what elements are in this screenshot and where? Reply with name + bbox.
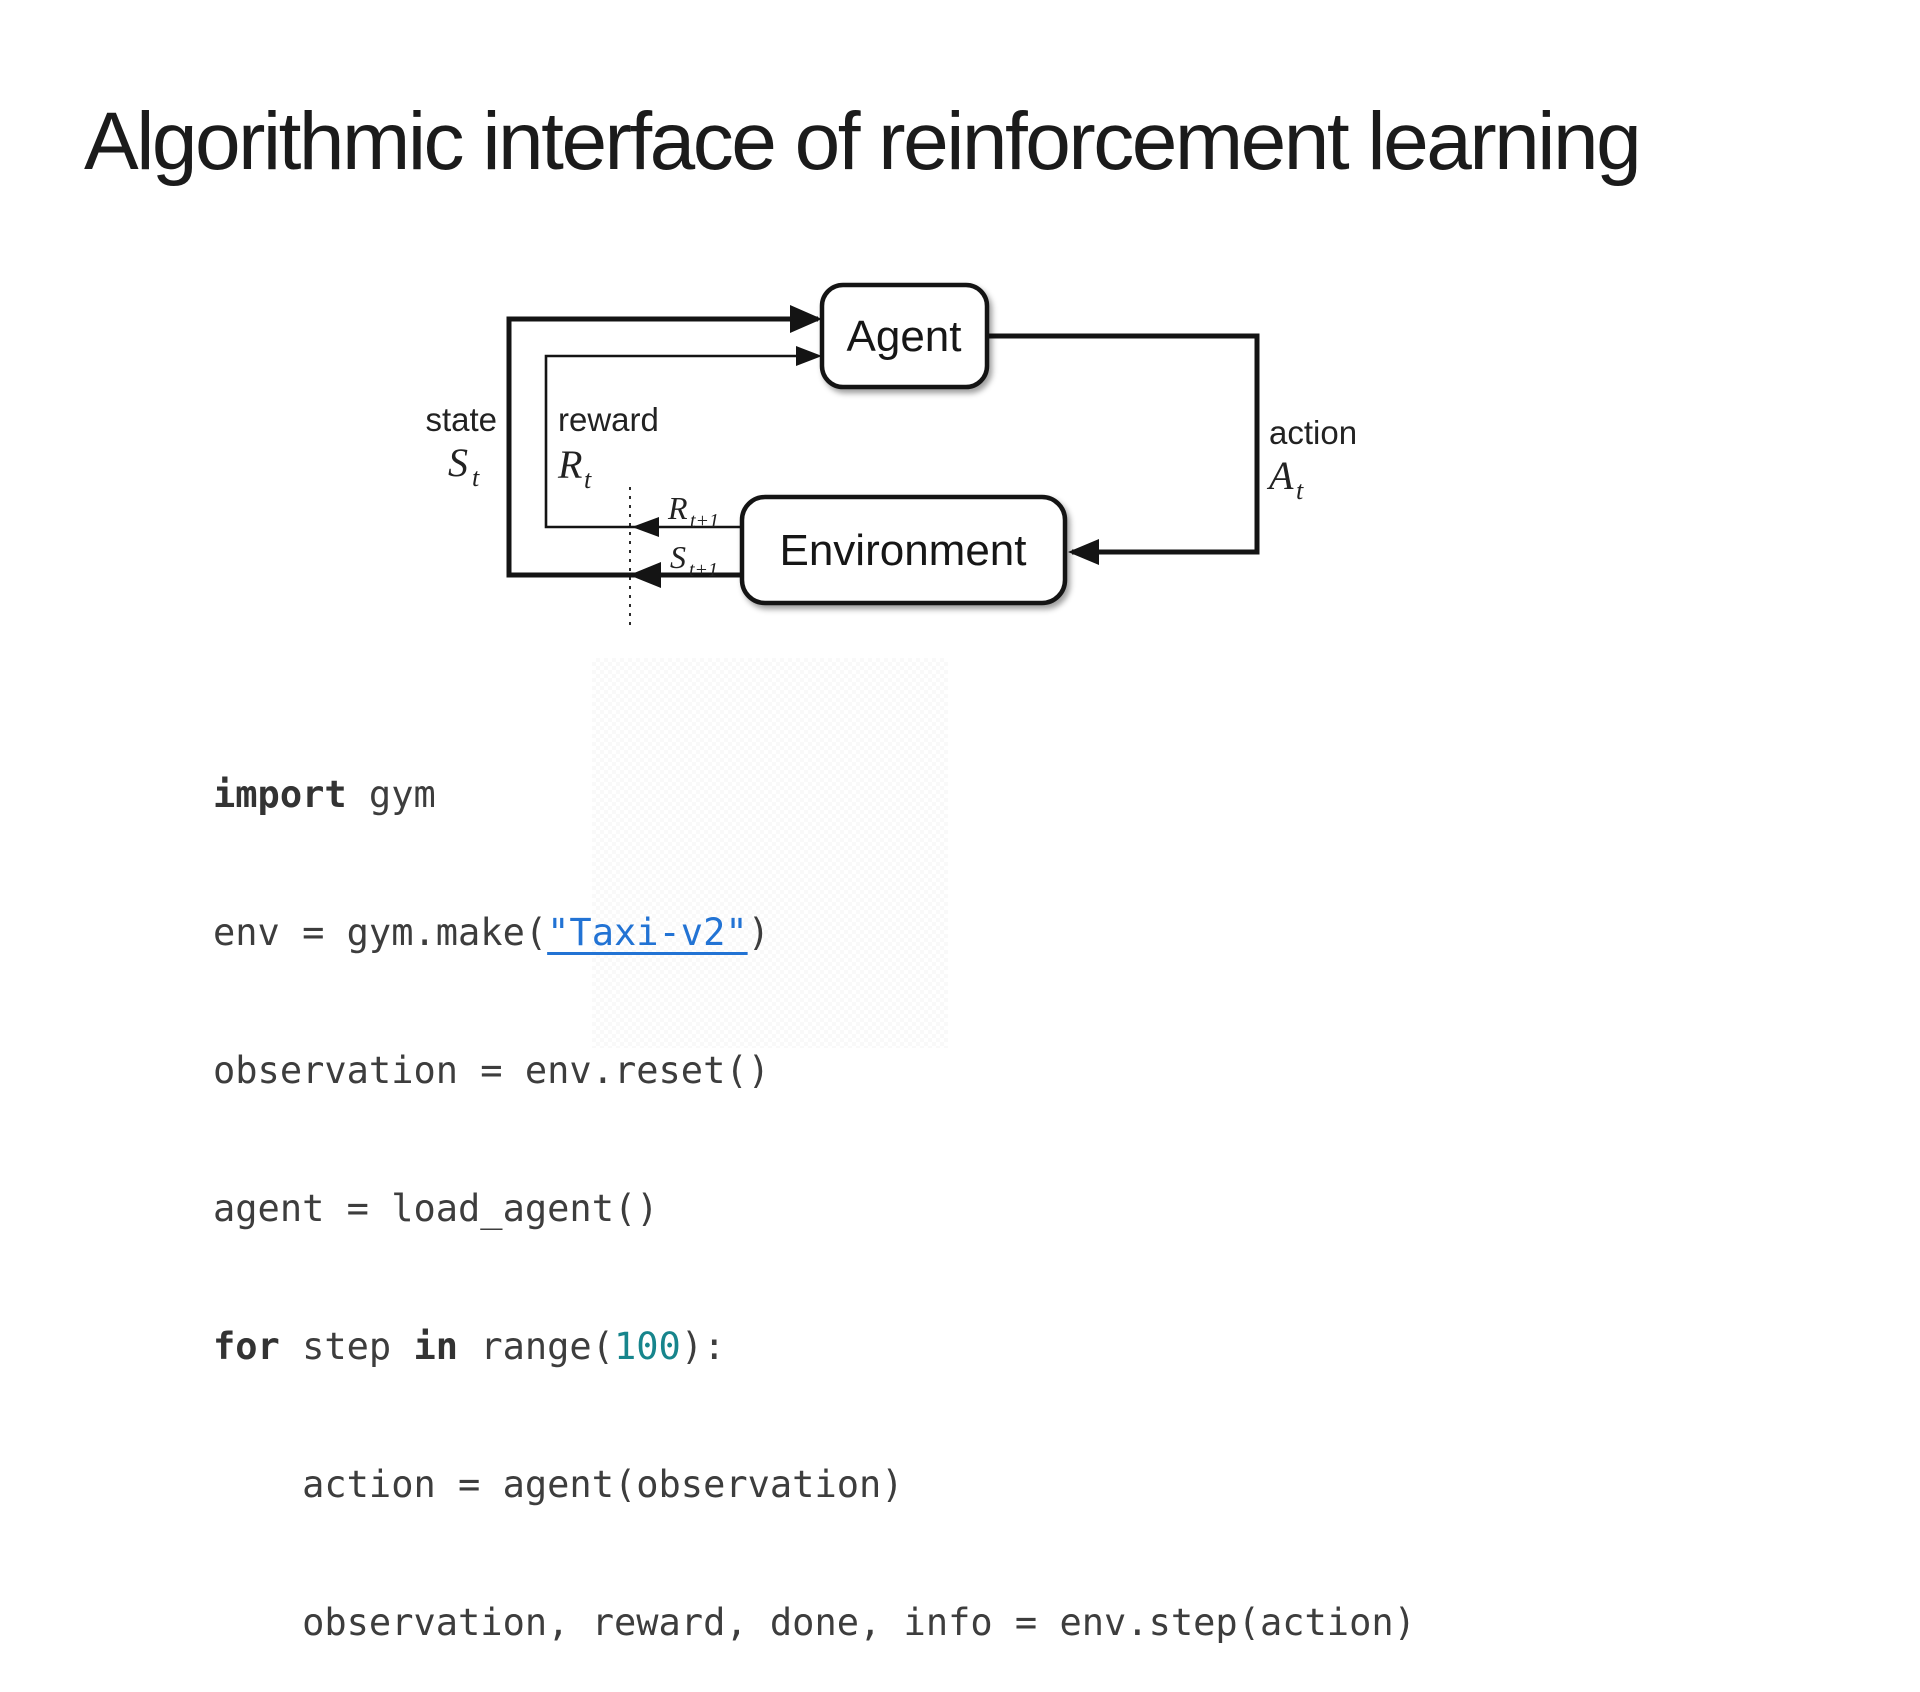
next-state-arrowhead (629, 562, 661, 588)
keyword-in: in (413, 1325, 459, 1368)
action-into-environment-arrowhead (1068, 539, 1099, 565)
code-background-texture (592, 658, 948, 1048)
state-symbol-subscript: t (472, 463, 480, 492)
action-symbol: A (1266, 453, 1294, 498)
keyword-import: import (213, 773, 347, 816)
rl-interaction-diagram: Agent Environment state S t reward R t a… (425, 282, 1357, 629)
state-into-agent-arrowhead (790, 305, 822, 333)
agent-box (819, 282, 990, 390)
code-text: observation = env.reset() (213, 1049, 770, 1092)
environment-box (739, 494, 1068, 606)
code-text: range( (458, 1325, 614, 1368)
number-literal: 100 (613, 1325, 681, 1368)
state-symbol: S (448, 440, 468, 485)
code-text: env = gym.make( (213, 911, 548, 954)
state-label: state (425, 401, 497, 438)
next-state-symbol: S (670, 539, 686, 575)
code-line: action = agent(observation) (213, 1462, 1416, 1508)
action-wire (987, 333, 1260, 555)
next-reward-arrowhead (632, 517, 659, 537)
agent-label: Agent (847, 312, 962, 361)
keyword-for: for (213, 1325, 280, 1368)
reward-symbol-subscript: t (584, 465, 592, 494)
code-text: agent = load_agent() (213, 1187, 659, 1230)
slide: { "slide": { "title": "Algorithmic inter… (84, 95, 1642, 1644)
code-text: step (279, 1325, 414, 1368)
next-state-symbol-subscript: t+1 (689, 559, 718, 581)
code-line: import gym (213, 772, 1416, 818)
code-line: agent = load_agent() (213, 1186, 1416, 1232)
code-line: observation, reward, done, info = env.st… (213, 1600, 1416, 1646)
action-label: action (1269, 414, 1357, 451)
code-line: env = gym.make("Taxi-v2") (213, 910, 1416, 956)
taxi-v2-link[interactable]: "Taxi-v2" (547, 911, 748, 954)
reward-label: reward (558, 401, 659, 438)
code-text: gym (346, 773, 436, 816)
reward-symbol: R (557, 442, 582, 487)
state-loop-wire (506, 316, 818, 578)
next-reward-symbol: R (667, 490, 688, 526)
environment-label: Environment (779, 526, 1026, 575)
code-line: for step in range(100): (213, 1324, 1416, 1370)
code-text: action = agent(observation) (213, 1463, 904, 1506)
code-line: observation = env.reset() (213, 1048, 1416, 1094)
python-code-snippet: import gym env = gym.make("Taxi-v2") obs… (213, 680, 1416, 1692)
code-text: ): (680, 1325, 726, 1368)
code-text: ) (747, 911, 770, 954)
action-symbol-subscript: t (1296, 476, 1304, 505)
code-text: observation, reward, done, info = env.st… (213, 1601, 1416, 1644)
page-title: Algorithmic interface of reinforcement l… (84, 95, 1642, 187)
next-reward-symbol-subscript: t+1 (690, 510, 719, 532)
reward-into-agent-arrowhead (796, 346, 822, 366)
